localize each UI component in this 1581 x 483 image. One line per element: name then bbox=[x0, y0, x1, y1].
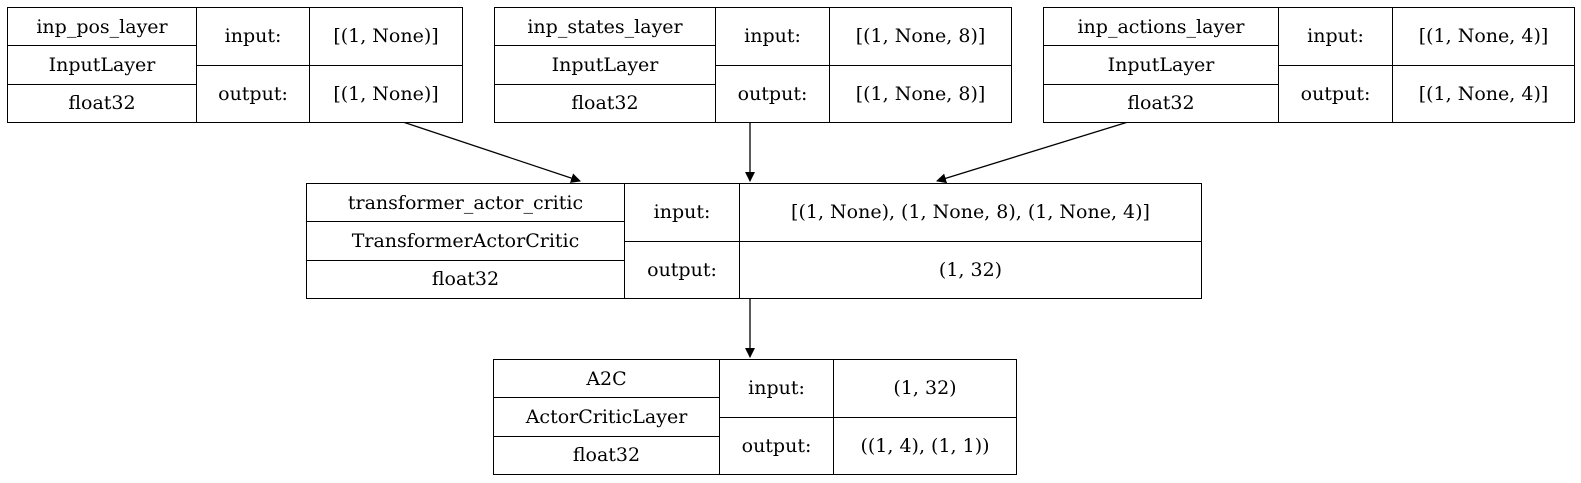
node-transformer-actor-critic: transformer_actor_critic TransformerActo… bbox=[306, 183, 1202, 299]
output-label: output: bbox=[720, 416, 833, 475]
input-shape: [(1, None, 4)] bbox=[1418, 25, 1549, 48]
layer-dtype: float32 bbox=[494, 435, 719, 474]
layer-name: inp_actions_layer bbox=[1077, 15, 1245, 38]
output-shape: ((1, 4), (1, 1)) bbox=[834, 416, 1016, 475]
output-label: output: bbox=[1279, 64, 1392, 123]
output-shape: [(1, None, 8)] bbox=[830, 64, 1011, 123]
node-inp-pos-layer: inp_pos_layer InputLayer float32 input: … bbox=[7, 7, 463, 123]
node-inp-states-layer: inp_states_layer InputLayer float32 inpu… bbox=[494, 7, 1012, 123]
node-inp-actions-layer: inp_actions_layer InputLayer float32 inp… bbox=[1043, 7, 1575, 123]
layer-type: InputLayer bbox=[495, 45, 715, 83]
input-shape: [(1, None, 8)] bbox=[855, 25, 986, 48]
output-shape: (1, 32) bbox=[740, 240, 1201, 299]
input-label: input: bbox=[224, 25, 282, 48]
input-shape: [(1, None), (1, None, 8), (1, None, 4)] bbox=[791, 201, 1150, 224]
layer-type: ActorCriticLayer bbox=[494, 397, 719, 435]
layer-name: inp_pos_layer bbox=[36, 15, 168, 38]
layer-name: inp_states_layer bbox=[527, 15, 683, 38]
output-label: output: bbox=[716, 64, 829, 123]
layer-dtype: float32 bbox=[1044, 83, 1278, 122]
input-label: input: bbox=[748, 377, 805, 400]
output-shape: [(1, None, 4)] bbox=[1393, 64, 1574, 123]
layer-type: InputLayer bbox=[8, 45, 196, 83]
input-label: input: bbox=[744, 25, 801, 48]
input-label: input: bbox=[1307, 25, 1364, 48]
layer-dtype: float32 bbox=[307, 259, 624, 298]
layer-dtype: float32 bbox=[495, 83, 715, 122]
layer-type: TransformerActorCritic bbox=[307, 221, 624, 259]
input-label: input: bbox=[653, 201, 711, 224]
input-shape: (1, 32) bbox=[893, 377, 957, 400]
output-shape: [(1, None)] bbox=[310, 64, 462, 123]
layer-name: A2C bbox=[586, 367, 627, 390]
layer-type: InputLayer bbox=[1044, 45, 1278, 83]
edge-inp-actions-to-transformer bbox=[936, 121, 1129, 184]
output-label: output: bbox=[625, 240, 739, 299]
layer-dtype: float32 bbox=[8, 83, 196, 122]
layer-name: transformer_actor_critic bbox=[347, 191, 584, 214]
output-label: output: bbox=[197, 64, 309, 123]
node-a2c: A2C ActorCriticLayer float32 input: outp… bbox=[493, 359, 1017, 475]
edge-inp-pos-to-transformer bbox=[402, 121, 581, 183]
input-shape: [(1, None)] bbox=[333, 25, 439, 48]
